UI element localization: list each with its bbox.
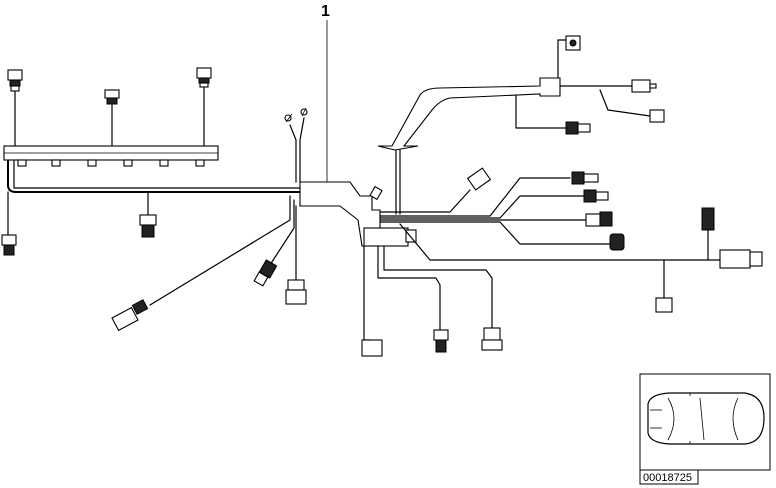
- inset-frame: [639, 373, 771, 471]
- lower-centre-drops: [361, 245, 503, 357]
- injector-connector-2: [104, 89, 120, 105]
- reference-number-box: [639, 469, 699, 485]
- fanout-connector-4: [609, 233, 625, 251]
- vehicle-inset: 00018725: [639, 373, 771, 485]
- injector-rail-harness: [1, 67, 301, 256]
- top-right-plug: [565, 35, 581, 51]
- right-fanout: [379, 167, 763, 313]
- car-top-view-icon: [647, 392, 765, 445]
- central-junction: 1: [284, 3, 417, 247]
- sensor-plug: [253, 259, 278, 287]
- reference-number: 00018725: [643, 472, 692, 484]
- duct-right-connector-2: [649, 109, 665, 123]
- duct-right-connector: [631, 79, 657, 93]
- fanout-connector-1: [571, 171, 599, 185]
- injector-connector-3: [196, 67, 212, 88]
- bottom-connector-2: [433, 329, 449, 353]
- upper-right-duct: [377, 35, 665, 215]
- fanout-connector-2: [583, 189, 609, 203]
- duct-lower-connector: [565, 121, 591, 135]
- right-drop-connector: [655, 297, 673, 313]
- far-right-connector: [719, 249, 763, 269]
- injector-connector-1: [7, 69, 23, 92]
- long-lead-connector: [111, 299, 149, 332]
- lower-left-branches: [111, 195, 307, 332]
- bottom-connector-1: [361, 339, 383, 357]
- lower-left-connector: [1, 234, 17, 256]
- bottom-connector-3: [481, 327, 503, 351]
- fanout-connector-3: [585, 211, 613, 227]
- rail-clips: [17, 159, 205, 167]
- centre-drop-connector: [285, 279, 307, 305]
- middle-drop-connector: [139, 214, 157, 238]
- far-right-upright-plug: [701, 207, 715, 231]
- angled-plug: [466, 167, 492, 191]
- callout-label: 1: [321, 3, 330, 20]
